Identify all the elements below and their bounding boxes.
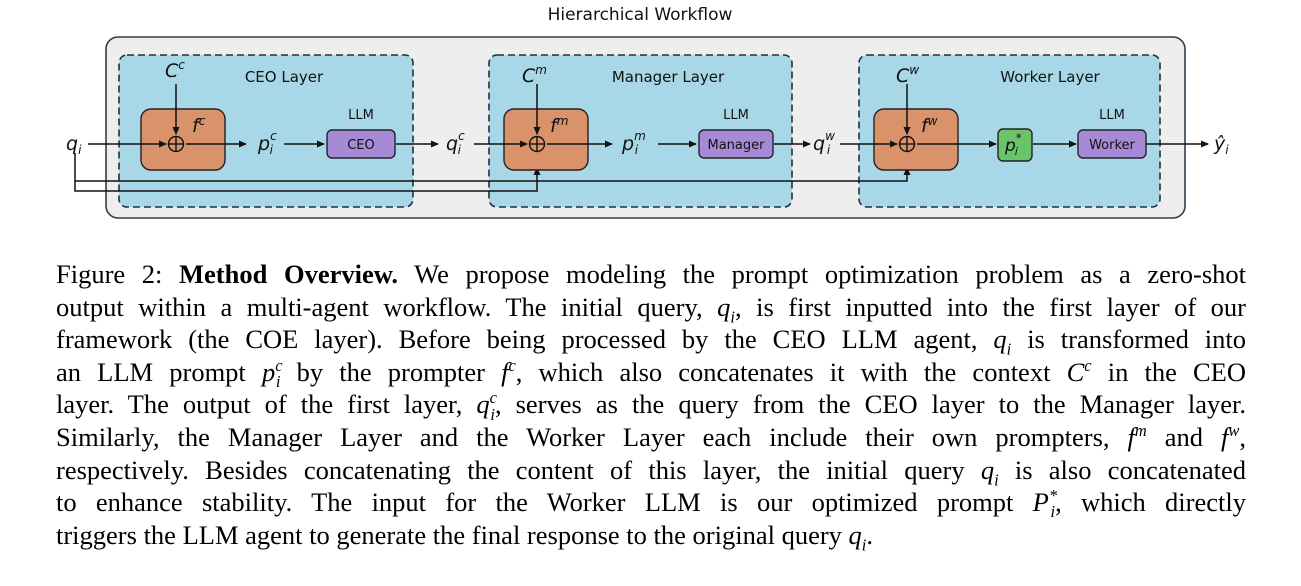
workflow-diagram: Hierarchical Workflow CEO Layer Manager … xyxy=(66,5,1229,219)
ceo-llm-agent-name: CEO xyxy=(347,138,375,153)
ceo-llm-label: LLM xyxy=(348,108,374,123)
caption-line: output within a multi-agent workflow. Th… xyxy=(56,291,1246,326)
figure-caption: Figure 2: Method Overview. We propose mo… xyxy=(56,258,1247,555)
optimized-prompt-box xyxy=(997,128,1033,162)
worker-llm-label: LLM xyxy=(1099,108,1125,123)
worker-prompter-box xyxy=(873,108,959,171)
caption-math: qi xyxy=(717,291,735,326)
ceo-prompter-box xyxy=(140,108,226,171)
ceo-llm-box xyxy=(326,129,396,159)
manager-prompter-box xyxy=(503,108,589,171)
caption-math: fc xyxy=(501,355,516,387)
concat-symbols xyxy=(167,135,916,153)
optimized-prompt-label: p*i xyxy=(1004,131,1022,158)
caption-line: framework (the COE layer). Before being … xyxy=(56,324,1247,359)
caption-math: P*i xyxy=(1032,486,1058,522)
caption-line: an LLM prompt pci by the prompter fc, wh… xyxy=(56,355,1246,392)
caption-math: pci xyxy=(261,355,283,392)
manager-layer-title: Manager Layer xyxy=(612,68,725,86)
caption-math: qci xyxy=(476,388,497,424)
caption-math: fm xyxy=(1127,421,1147,452)
caption-line: Figure 2: Method Overview. We propose mo… xyxy=(56,259,1246,289)
caption-line: layer. The output of the first layer, qc… xyxy=(56,388,1246,424)
manager-prompter-label: fm xyxy=(550,114,568,137)
caption-math: Cc xyxy=(1066,355,1092,387)
input-query-label: qi xyxy=(66,133,82,157)
worker-llm-box xyxy=(1077,129,1147,159)
manager-llm-label: LLM xyxy=(723,108,749,123)
caption-line: to enhance stability. The input for the … xyxy=(56,486,1246,522)
caption-heading: Method Overview. xyxy=(179,259,399,289)
caption-math: fw xyxy=(1221,421,1240,452)
caption-math: qi xyxy=(993,324,1012,359)
worker-llm-agent-name: Worker xyxy=(1089,138,1135,153)
diagram-title: Hierarchical Workflow xyxy=(548,5,733,25)
worker-context-label: Cw xyxy=(896,63,919,87)
output-label: ŷi xyxy=(1213,133,1229,157)
ceo-layer-title: CEO Layer xyxy=(245,68,324,86)
ceo-context-label: Cc xyxy=(165,58,185,82)
worker-prompter-label: fw xyxy=(921,114,938,137)
manager-llm-agent-name: Manager xyxy=(708,138,766,153)
worker-layer-title: Worker Layer xyxy=(1000,68,1100,86)
manager-llm-box xyxy=(698,129,774,159)
caption-line: respectively. Besides concatenating the … xyxy=(56,454,1246,489)
ceo-prompter-label: fc xyxy=(192,114,206,137)
caption-math: qi xyxy=(980,454,999,489)
query-bypass-lines xyxy=(74,153,911,192)
caption-math: qi xyxy=(848,519,867,555)
manager-context-label: Cm xyxy=(522,63,547,87)
caption-line: Similarly, the Manager Layer and the Wor… xyxy=(56,421,1246,452)
caption-line: triggers the LLM agent to generate the f… xyxy=(56,519,873,555)
